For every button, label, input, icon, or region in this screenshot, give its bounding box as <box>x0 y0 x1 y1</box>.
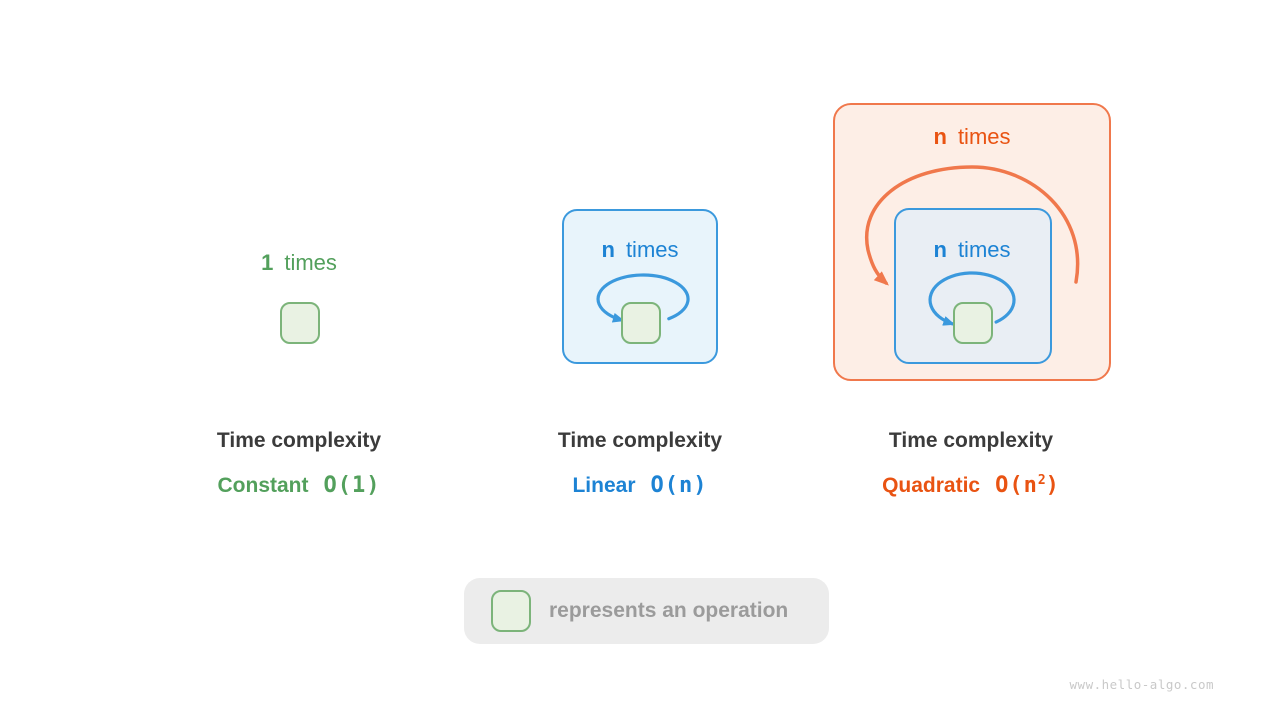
quadratic-inner-count-label: n times <box>822 237 1122 263</box>
constant-complexity-label: Constant O(1) <box>149 473 449 498</box>
constant-name: Constant <box>217 474 309 497</box>
operation-box <box>280 302 320 344</box>
operation-box <box>621 302 661 344</box>
watermark: www.hello-algo.com <box>1069 677 1214 692</box>
linear-count-word: times <box>625 237 679 262</box>
operation-box-legend-icon <box>491 590 531 632</box>
outer-loop-arrow <box>864 165 1080 286</box>
loop-arrow <box>596 273 690 323</box>
linear-bigo: O(n) <box>650 473 708 498</box>
linear-name: Linear <box>572 474 636 497</box>
linear-complexity-label: Linear O(n) <box>490 473 790 498</box>
constant-count-word: times <box>284 250 337 275</box>
quadratic-title: Time complexity <box>888 429 1054 452</box>
quadratic-complexity-label: Quadratic O(n2) <box>821 473 1121 498</box>
legend-text: represents an operation <box>549 599 789 622</box>
inner-loop-arrow <box>928 271 1016 326</box>
quadratic-outer-count-word: times <box>957 124 1011 149</box>
linear-count-number: n <box>601 237 615 262</box>
legend: represents an operation <box>464 578 829 644</box>
constant-count-label: 1 times <box>149 250 449 276</box>
constant-title: Time complexity <box>216 429 382 452</box>
constant-count-number: 1 <box>261 250 274 275</box>
quadratic-bigo: O(n2) <box>995 473 1060 498</box>
constant-bigo: O(1) <box>323 473 381 498</box>
operation-box <box>953 302 993 344</box>
quadratic-name: Quadratic <box>882 474 981 497</box>
linear-title: Time complexity <box>557 429 723 452</box>
quadratic-inner-count-word: times <box>957 237 1011 262</box>
quadratic-outer-count-label: n times <box>822 124 1122 150</box>
quadratic-inner-count-number: n <box>933 237 947 262</box>
quadratic-outer-count-number: n <box>933 124 947 149</box>
linear-count-label: n times <box>490 237 790 263</box>
